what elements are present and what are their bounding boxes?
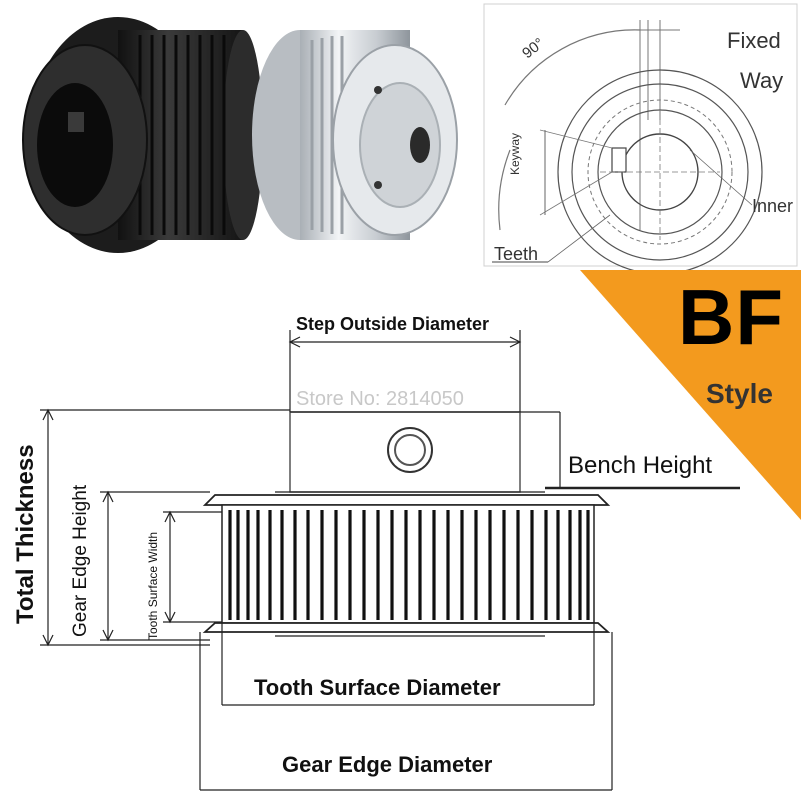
- gear-edge-height-label: Gear Edge Height: [70, 484, 91, 637]
- pulley-hub: [289, 411, 521, 493]
- top-flange: [202, 491, 611, 506]
- dimension-lines: [40, 330, 740, 791]
- store-watermark: Store No: 2814050: [296, 388, 464, 410]
- keyway-label: Keyway: [508, 132, 522, 175]
- step-outside-diameter-label: Step Outside Diameter: [296, 314, 490, 334]
- tooth-surface-diameter-label: Tooth Surface Diameter: [254, 675, 501, 700]
- teeth-label: Teeth: [494, 244, 539, 264]
- badge-code: BF: [678, 273, 784, 361]
- black-pulley-photo: [22, 17, 263, 253]
- way-label: Way: [740, 68, 784, 93]
- bench-height-label: Bench Height: [568, 452, 713, 479]
- total-thickness-label: Total Thickness: [12, 444, 39, 624]
- inner-label: Inner: [752, 196, 794, 216]
- badge-style: Style: [706, 378, 773, 409]
- badge-triangle: [580, 270, 801, 520]
- top-right-drawing: [483, 3, 798, 275]
- tooth-surface-width-label: Tooth Surface Width: [146, 531, 160, 640]
- aluminum-pulley-photo: [252, 30, 458, 240]
- tooth-body: [221, 504, 595, 624]
- fixed-label: Fixed: [727, 28, 781, 53]
- gear-edge-diameter-label: Gear Edge Diameter: [282, 752, 493, 777]
- bottom-flange: [202, 622, 611, 637]
